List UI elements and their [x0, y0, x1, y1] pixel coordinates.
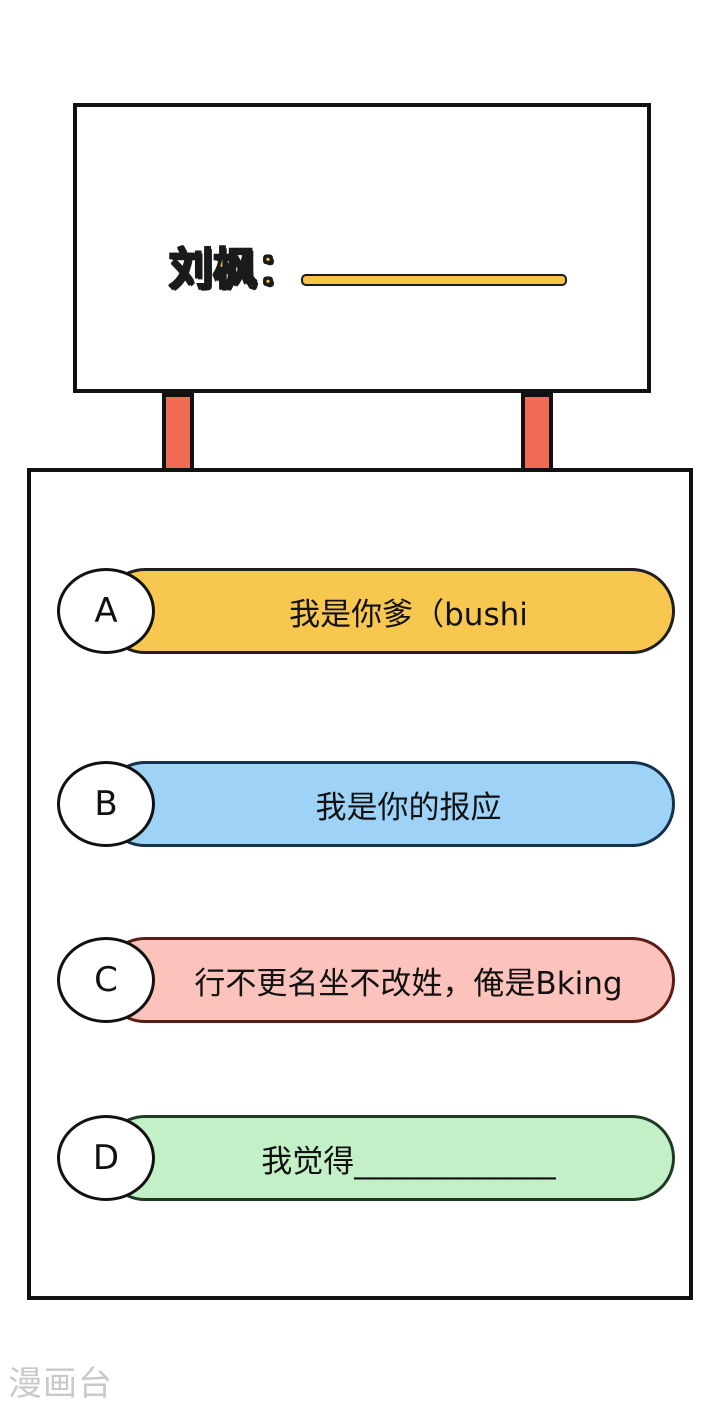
sign-board: 刘枫： — [73, 103, 651, 393]
sign-post-right — [521, 393, 553, 475]
option-d-text: 我觉得_____________ — [261, 1143, 556, 1180]
options-panel: A 我是你爹（bushi B 我是你的报应 C 行不更名坐不改姓，俺是Bking… — [27, 468, 693, 1300]
option-b-text: 我是你的报应 — [315, 789, 502, 826]
option-a[interactable]: A 我是你爹（bushi — [57, 568, 675, 654]
option-d-letter: D — [57, 1115, 155, 1201]
option-c-letter: C — [57, 937, 155, 1023]
option-d-pill[interactable]: 我觉得_____________ — [102, 1115, 675, 1201]
option-d[interactable]: D 我觉得_____________ — [57, 1115, 675, 1201]
option-c[interactable]: C 行不更名坐不改姓，俺是Bking — [57, 937, 675, 1023]
sign-post-left — [162, 393, 194, 475]
option-c-pill[interactable]: 行不更名坐不改姓，俺是Bking — [102, 937, 675, 1023]
option-c-text: 行不更名坐不改姓，俺是Bking — [194, 965, 623, 1002]
answer-blank-line — [301, 274, 567, 286]
speaker-label: 刘枫： — [168, 243, 302, 296]
option-a-pill[interactable]: 我是你爹（bushi — [102, 568, 675, 654]
option-b-letter: B — [57, 761, 155, 847]
option-a-letter: A — [57, 568, 155, 654]
watermark-logo: 漫画台 — [8, 1364, 113, 1404]
option-a-text: 我是你爹（bushi — [289, 596, 528, 633]
option-b-pill[interactable]: 我是你的报应 — [102, 761, 675, 847]
option-b[interactable]: B 我是你的报应 — [57, 761, 675, 847]
